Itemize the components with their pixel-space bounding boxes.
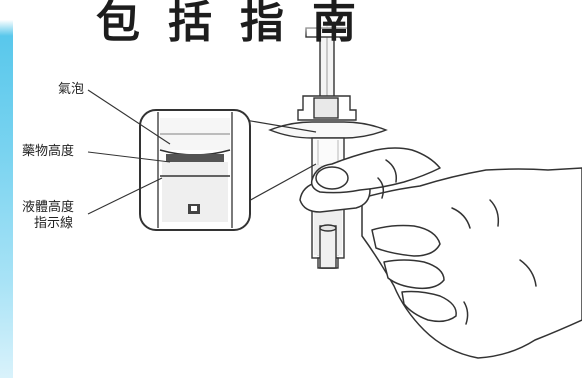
label-indicator-line-1: 液體高度 xyxy=(22,200,74,216)
header-band: 包括指南 xyxy=(0,0,582,36)
needle-cap xyxy=(320,226,336,268)
medicine-level-band xyxy=(166,154,224,162)
label-bubble: 氣泡 xyxy=(58,82,84,98)
label-medicine-level: 藥物高度 xyxy=(22,144,74,160)
magnified-view xyxy=(140,110,250,230)
header-text: 包括指南 xyxy=(96,0,384,50)
finger-flange xyxy=(270,122,386,138)
thumbnail xyxy=(316,167,348,189)
label-indicator-line-2: 指示線 xyxy=(34,216,73,232)
